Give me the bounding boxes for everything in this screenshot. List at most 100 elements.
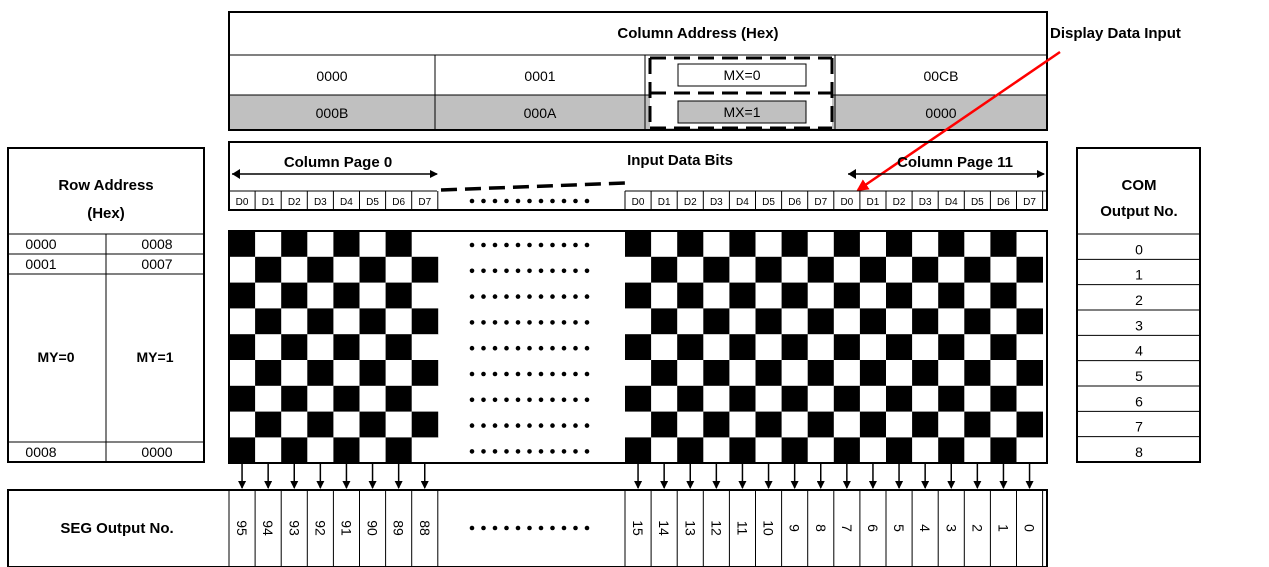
seg-output-number: 6 — [865, 524, 881, 532]
ram-cell — [333, 437, 360, 464]
com-output-value: 1 — [1135, 267, 1143, 283]
ram-cell — [807, 411, 835, 438]
column-address-title: Column Address (Hex) — [617, 25, 778, 42]
ram-cell — [990, 360, 1017, 387]
ram-cell — [938, 334, 965, 361]
ram-cell — [886, 411, 913, 438]
com-output-value: 8 — [1135, 444, 1143, 460]
ram-cell — [255, 282, 282, 309]
seg-output-number: 1 — [995, 524, 1011, 532]
ram-cell — [755, 411, 782, 438]
com-output-value: 5 — [1135, 368, 1143, 384]
right-bit-label: D6 — [997, 197, 1010, 208]
row-address-cell: 0008 — [25, 444, 56, 460]
ram-cell — [964, 308, 991, 335]
input-data-bits-label: Input Data Bits — [627, 152, 733, 169]
ram-cell — [385, 411, 413, 438]
ram-cell — [625, 411, 652, 438]
ram-cell — [938, 256, 965, 283]
right-bit-label: D5 — [971, 197, 984, 208]
ram-cell — [833, 334, 861, 361]
ram-cell — [651, 385, 678, 412]
ram-cell — [729, 256, 756, 283]
seg-output-number: 3 — [943, 524, 959, 532]
ram-cell — [651, 308, 678, 335]
ram-cell — [229, 437, 256, 464]
ram-cell — [651, 360, 678, 387]
ram-cell — [807, 308, 835, 335]
ram-cell — [755, 282, 782, 309]
ram-cell — [833, 360, 861, 387]
ram-cell — [833, 308, 861, 335]
ram-cell — [990, 256, 1017, 283]
ram-cell — [281, 437, 308, 464]
ram-cell — [807, 437, 835, 464]
ram-cell — [1016, 334, 1043, 361]
ram-cell — [964, 256, 991, 283]
ram-cell — [255, 231, 282, 258]
ram-cell — [359, 411, 386, 438]
ram-cell — [859, 256, 887, 283]
ram-cell — [833, 437, 861, 464]
ram-cell — [990, 385, 1017, 412]
ram-cell — [411, 334, 439, 361]
ram-cell — [229, 231, 256, 258]
seg-output-number: 91 — [338, 520, 354, 536]
seg-output-number: 95 — [234, 520, 250, 536]
ram-cell — [755, 308, 782, 335]
ram-cell — [229, 411, 256, 438]
left-bit-label: D4 — [340, 197, 353, 208]
ram-cell — [1016, 231, 1043, 258]
ram-cell — [229, 334, 256, 361]
ram-cell — [411, 437, 439, 464]
ram-cell — [359, 334, 386, 361]
ram-cell — [938, 360, 965, 387]
left-bit-label: D6 — [392, 197, 405, 208]
header-ellipsis — [469, 198, 590, 204]
ram-cell — [859, 437, 887, 464]
ram-cell — [729, 308, 756, 335]
ram-cell — [886, 308, 913, 335]
ram-cell — [859, 308, 887, 335]
ram-cell — [703, 231, 730, 258]
ram-cell — [333, 360, 360, 387]
row-address-cell: 0000 — [141, 444, 172, 460]
ram-cell — [359, 282, 386, 309]
ram-cell — [651, 411, 678, 438]
ram-cell — [807, 334, 835, 361]
ram-cell — [307, 385, 334, 412]
grid-ellipsis — [469, 371, 590, 377]
ram-cell — [1016, 308, 1043, 335]
seg-output-label: SEG Output No. — [60, 520, 173, 537]
seg-output-number: 2 — [969, 524, 985, 532]
ram-cell — [1016, 437, 1043, 464]
ram-cell — [990, 231, 1017, 258]
left-bit-label: D7 — [418, 197, 431, 208]
ram-cell — [359, 256, 386, 283]
ram-cell — [781, 334, 809, 361]
grid-ellipsis — [469, 423, 590, 428]
ram-cell — [938, 308, 965, 335]
column-address-mx1-cell: 000A — [524, 105, 557, 121]
right-bit-label: D0 — [840, 197, 853, 208]
column-address-mx0-cell: 0001 — [524, 68, 555, 84]
ram-cell — [964, 231, 991, 258]
ram-cell — [651, 231, 678, 258]
ram-cell — [703, 385, 730, 412]
grid-ellipsis — [469, 320, 590, 325]
ram-cell — [833, 385, 861, 412]
column-address-mx0-cell: MX=0 — [724, 67, 761, 83]
com-output-value: 0 — [1135, 241, 1143, 257]
ram-cell — [281, 231, 308, 258]
ram-cell — [886, 334, 913, 361]
seg-output-number: 15 — [630, 520, 646, 536]
ram-cell — [229, 385, 256, 412]
ram-cell — [359, 437, 386, 464]
ram-cell — [703, 256, 730, 283]
ram-cell — [677, 385, 704, 412]
ram-cell — [859, 385, 887, 412]
ram-cell — [411, 231, 439, 258]
left-bit-label: D0 — [236, 197, 249, 208]
ram-cell — [964, 360, 991, 387]
